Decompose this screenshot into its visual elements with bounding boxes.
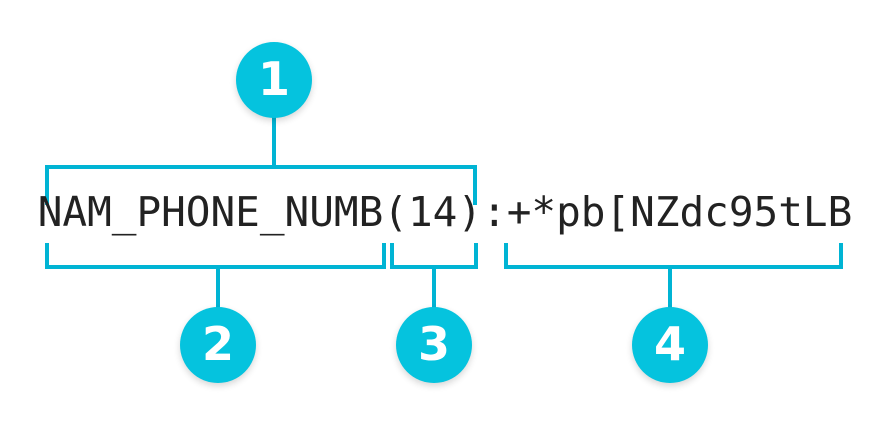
stem-3 [432,265,436,317]
annotation-badge-4-label: 4 [653,317,686,371]
stem-4 [668,265,672,317]
annotation-badge-2[interactable]: 2 [180,307,256,383]
annotation-badge-1-label: 1 [257,52,290,106]
annotation-badge-3-label: 3 [417,317,450,371]
annotated-code-string: NAM_PHONE_NUMB(14):+*pb[NZdc95tLB [37,188,853,236]
annotation-badge-4[interactable]: 4 [632,307,708,383]
annotation-badge-1[interactable]: 1 [236,42,312,118]
bracket-1 [45,165,477,205]
stem-1 [272,116,276,167]
annotation-badge-2-label: 2 [201,317,234,371]
bracket-4 [504,243,843,269]
bracket-2 [45,243,386,269]
annotation-badge-3[interactable]: 3 [396,307,472,383]
stem-2 [216,265,220,317]
